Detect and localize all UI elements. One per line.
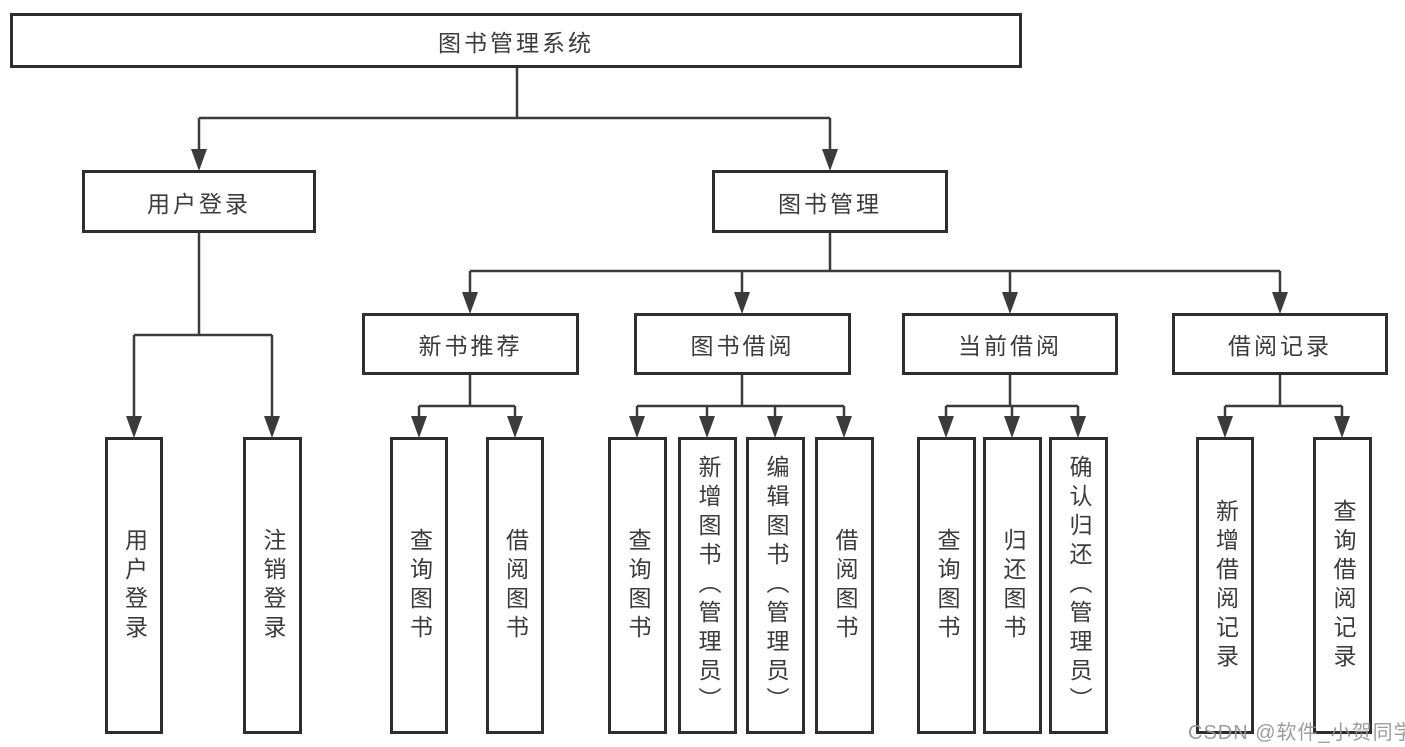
node-current-borrowing-label: 当前借阅 xyxy=(958,333,1062,359)
arrowhead-leaf-query-borrow-record xyxy=(1334,416,1350,438)
arrowhead-current-borrowing xyxy=(1002,292,1018,314)
connector-new-book-recommend-children xyxy=(417,375,517,419)
leaf-borrow-book-borrowing: 借阅图书 xyxy=(815,437,874,734)
leaf-add-book-admin: 新增图书（管理员） xyxy=(678,437,737,734)
leaf-return-book-label: 归还图书 xyxy=(1000,527,1026,644)
leaf-logout: 注销登录 xyxy=(243,437,302,734)
leaf-add-borrow-record: 新增借阅记录 xyxy=(1196,437,1254,734)
leaf-logout-label: 注销登录 xyxy=(260,527,286,644)
arrowhead-leaf-add-book xyxy=(699,416,715,438)
leaf-borrow-book-newrec: 借阅图书 xyxy=(486,437,544,734)
arrowhead-book-management xyxy=(822,149,838,171)
leaf-user-login-label: 用户登录 xyxy=(121,527,148,644)
leaf-query-book-current: 查询图书 xyxy=(917,437,976,734)
leaf-borrow-book-borrowing-label: 借阅图书 xyxy=(832,527,858,644)
leaf-query-book-current-label: 查询图书 xyxy=(934,527,960,644)
csdn-watermark: CSDN @软件_小贺同学 xyxy=(1188,722,1405,744)
connector-root-to-level2 xyxy=(197,68,832,152)
arrowhead-leaf-borrow-book-2 xyxy=(836,416,852,438)
leaf-edit-book-admin-label: 编辑图书（管理员） xyxy=(763,455,789,716)
arrowhead-new-book-recommend xyxy=(462,292,478,314)
node-current-borrowing: 当前借阅 xyxy=(902,313,1118,375)
node-book-borrowing: 图书借阅 xyxy=(634,313,851,375)
leaf-confirm-return-admin-label: 确认归还（管理员） xyxy=(1066,455,1092,716)
node-user-login: 用户登录 xyxy=(82,170,316,233)
arrowhead-leaf-return-book xyxy=(1004,416,1020,438)
leaf-query-book-newrec: 查询图书 xyxy=(390,437,448,734)
leaf-edit-book-admin: 编辑图书（管理员） xyxy=(746,437,805,734)
leaf-confirm-return-admin: 确认归还（管理员） xyxy=(1049,437,1108,734)
leaf-query-borrow-record-label: 查询借阅记录 xyxy=(1330,498,1356,673)
leaf-query-borrow-record: 查询借阅记录 xyxy=(1313,437,1372,734)
arrowhead-leaf-logout xyxy=(264,416,280,438)
arrowhead-borrow-records xyxy=(1272,292,1288,314)
arrowhead-leaf-edit-book xyxy=(767,416,783,438)
node-root-system: 图书管理系统 xyxy=(10,13,1022,68)
node-book-borrowing-label: 图书借阅 xyxy=(690,333,795,359)
leaf-borrow-book-newrec-label: 借阅图书 xyxy=(502,527,529,644)
leaf-add-borrow-record-label: 新增借阅记录 xyxy=(1212,498,1239,673)
node-book-management-label: 图书管理 xyxy=(778,190,882,217)
arrowhead-book-borrowing xyxy=(734,292,750,314)
arrowhead-leaf-confirm-return xyxy=(1070,416,1086,438)
connector-book-borrowing-children xyxy=(635,375,846,419)
arrowhead-leaf-query-book-2 xyxy=(629,416,645,438)
arrowhead-leaf-user-login xyxy=(126,416,142,438)
connector-user-login-children xyxy=(132,233,274,419)
leaf-query-book-borrowing-label: 查询图书 xyxy=(625,527,651,644)
node-new-book-recommend-label: 新书推荐 xyxy=(418,333,523,359)
node-book-management: 图书管理 xyxy=(712,170,948,233)
arrowhead-leaf-borrow-book-1 xyxy=(507,416,523,438)
leaf-user-login: 用户登录 xyxy=(105,437,163,734)
arrowhead-leaf-add-borrow-record xyxy=(1217,416,1233,438)
arrowhead-leaf-query-book-1 xyxy=(411,416,427,438)
arrowhead-leaf-query-book-3 xyxy=(938,416,954,438)
node-borrow-records: 借阅记录 xyxy=(1172,313,1388,375)
node-new-book-recommend: 新书推荐 xyxy=(362,313,579,375)
arrowhead-user-login xyxy=(191,149,207,171)
node-borrow-records-label: 借阅记录 xyxy=(1228,333,1332,359)
connector-borrow-records-children xyxy=(1223,375,1344,419)
leaf-query-book-borrowing: 查询图书 xyxy=(608,437,667,734)
node-user-login-label: 用户登录 xyxy=(147,190,251,217)
leaf-query-book-newrec-label: 查询图书 xyxy=(406,527,433,644)
leaf-add-book-admin-label: 新增图书（管理员） xyxy=(695,455,721,716)
leaf-return-book: 归还图书 xyxy=(983,437,1042,734)
connector-current-borrowing-children xyxy=(944,375,1080,419)
node-root-label: 图书管理系统 xyxy=(438,29,594,56)
connector-book-management-children xyxy=(468,233,1282,295)
